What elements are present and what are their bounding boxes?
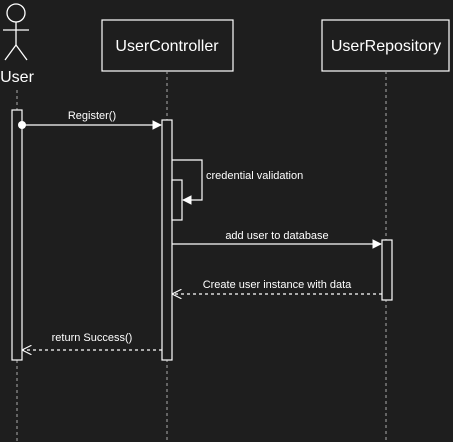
- activation-self-validation: [171, 179, 183, 221]
- message-add-user: add user to database: [172, 230, 382, 249]
- participant-user-controller: UserController: [101, 19, 234, 72]
- message-label: Create user instance with data: [203, 279, 352, 291]
- activation-user: [11, 109, 23, 361]
- message-label: return Success(): [52, 332, 133, 344]
- message-label: Register(): [68, 110, 116, 122]
- participant-label: UserRepository: [331, 38, 441, 55]
- message-label: add user to database: [225, 230, 328, 242]
- actor-left-leg: [4, 44, 17, 61]
- message-label: credential validation: [206, 170, 303, 182]
- message-return-success: return Success(): [23, 332, 162, 350]
- message-create-instance: Create user instance with data: [173, 279, 382, 294]
- activation-user-controller: [161, 119, 173, 361]
- participant-label: UserController: [115, 38, 219, 55]
- actor-right-leg: [15, 44, 28, 61]
- user-actor: User: [0, 3, 35, 86]
- message-register: Register(): [18, 110, 162, 130]
- actor-head: [6, 3, 26, 23]
- message-credential-validation: credential validation: [172, 159, 303, 205]
- actor-label: User: [0, 69, 34, 86]
- message-arrow: [172, 159, 203, 205]
- participant-user-repository: UserRepository: [321, 19, 450, 72]
- activation-user-repository: [381, 239, 393, 301]
